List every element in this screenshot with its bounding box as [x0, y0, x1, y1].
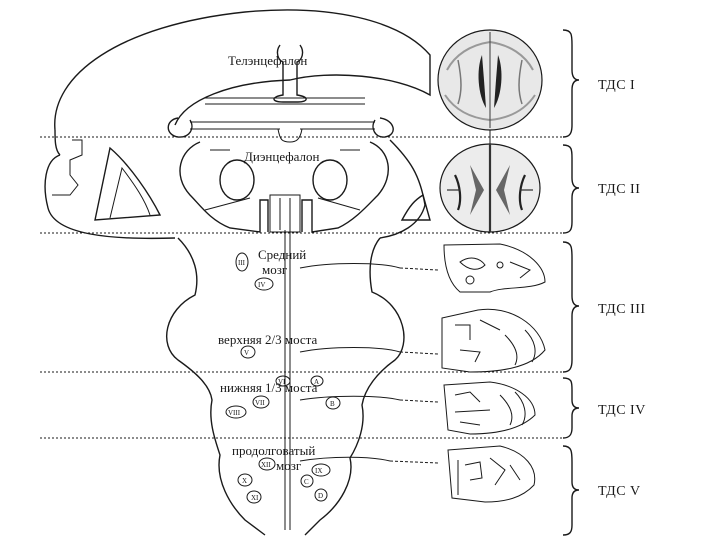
nucleus-a-label: A — [314, 378, 319, 386]
thumb-pons-lower-slice — [444, 382, 535, 434]
thumb-diencephalon-slice — [440, 144, 540, 232]
level-label-5: ТДС V — [598, 484, 641, 499]
level-labels: ТДС I ТДС II ТДС III ТДС IV ТДС V — [598, 78, 646, 499]
level-label-2: ТДС II — [598, 182, 640, 197]
nucleus-9-label: IX — [315, 467, 322, 475]
label-medulla-2: мозг — [276, 458, 301, 473]
label-medulla-1: продолговатый — [232, 443, 315, 458]
label-midbrain-2: мозг — [262, 262, 287, 277]
nucleus-4-label: IV — [258, 281, 265, 289]
level-label-4: ТДС IV — [598, 403, 646, 418]
label-diencephalon: Диэнцефалон — [244, 149, 320, 164]
nucleus-11-label: XI — [251, 494, 259, 502]
nucleus-12-label: XII — [261, 461, 271, 469]
nucleus-3-label: III — [238, 259, 246, 267]
nucleus-b-label: B — [330, 400, 335, 408]
section-thumbnails — [438, 30, 545, 502]
level-braces — [563, 30, 579, 535]
nucleus-8-label: VIII — [228, 409, 241, 417]
nucleus-5-label: V — [244, 349, 249, 357]
nucleus-10-label: X — [242, 477, 247, 485]
nucleus-7-label: VII — [255, 399, 265, 407]
nucleus-c-label: C — [304, 478, 309, 486]
label-lower-pons: нижняя 1/3 моста — [220, 380, 318, 395]
level-label-3: ТДС III — [598, 302, 646, 317]
level-label-1: ТДС I — [598, 78, 635, 93]
thumb-medulla-slice — [448, 446, 535, 502]
nucleus-6-label: VI — [278, 378, 286, 386]
thumb-telencephalon-slice — [438, 30, 542, 130]
thumb-pons-upper-slice — [442, 309, 545, 372]
label-midbrain-1: Средний — [258, 247, 306, 262]
thumb-midbrain-slice — [444, 244, 545, 292]
nucleus-d-label: D — [318, 492, 323, 500]
label-upper-pons: верхняя 2/3 моста — [218, 332, 318, 347]
label-telencephalon: Телэнцефалон — [228, 53, 307, 68]
